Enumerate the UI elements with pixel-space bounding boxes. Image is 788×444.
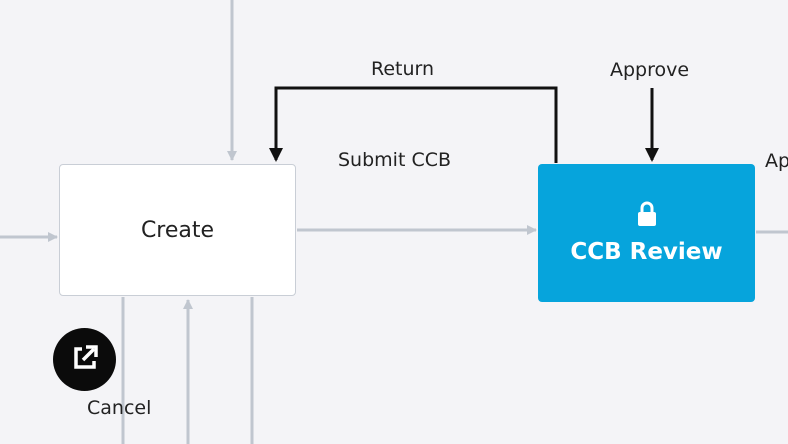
submit-ccb-edge-label: Submit CCB	[338, 149, 452, 171]
cancel-edge-label: Cancel	[87, 397, 152, 419]
return-edge-label: Return	[371, 58, 435, 80]
external-link-icon	[69, 342, 101, 378]
approve-edge-label: Approve	[610, 59, 690, 81]
ccb-review-node[interactable]: CCB Review	[538, 164, 755, 302]
ccb-review-node-label: CCB Review	[570, 239, 723, 265]
open-external-button[interactable]	[53, 328, 116, 391]
create-node-label: Create	[140, 217, 215, 243]
lock-icon	[637, 201, 657, 231]
create-node[interactable]: Create	[59, 164, 296, 296]
cut-off-edge-label: Ap	[765, 150, 788, 172]
connector-return[interactable]	[269, 86, 558, 163]
